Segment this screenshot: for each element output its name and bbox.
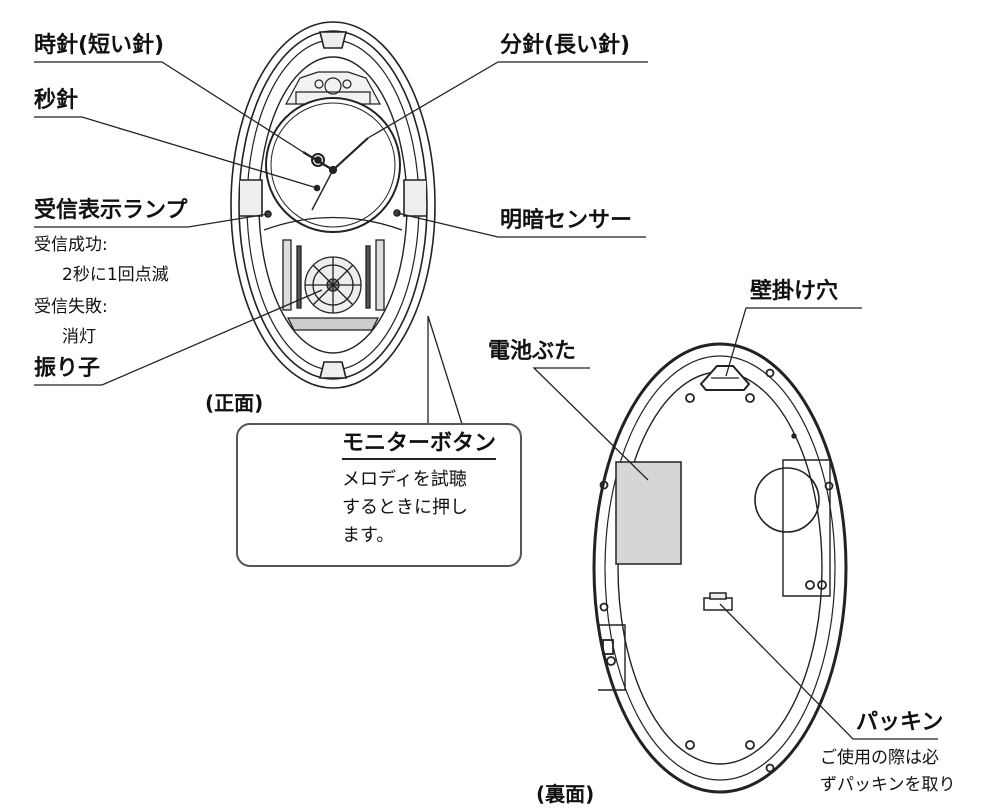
front-case-outer bbox=[230, 21, 436, 389]
front-dial bbox=[265, 97, 401, 233]
signal-success-value: 2秒に1回点滅 bbox=[62, 265, 169, 285]
back-clock bbox=[592, 342, 848, 794]
signal-fail-label: 受信失敗: bbox=[34, 297, 108, 317]
back-caption: (裏面) bbox=[536, 782, 595, 806]
monitor-desc-line3: ます。 bbox=[342, 525, 395, 546]
back-case-outer bbox=[592, 342, 848, 794]
packing-label: パッキン bbox=[856, 710, 944, 735]
front-caption: (正面) bbox=[205, 391, 264, 415]
back-case-ring bbox=[604, 355, 836, 781]
signal-fail-value: 消灯 bbox=[62, 327, 96, 347]
wall-hole-label: 壁掛け穴 bbox=[750, 279, 839, 304]
battery-cover-label: 電池ぶた bbox=[488, 339, 577, 364]
battery-cover-shape bbox=[615, 461, 682, 565]
packing-shape bbox=[703, 592, 733, 611]
signal-lamp-label: 受信表示ランプ bbox=[34, 198, 188, 223]
packing-note-line1: ご使用の際は必 bbox=[820, 748, 939, 768]
hour-hand-label: 時針(短い針) bbox=[34, 33, 165, 58]
front-clock bbox=[230, 21, 436, 389]
monitor-desc-line1: メロディを試聴 bbox=[342, 469, 467, 490]
signal-success-label: 受信成功: bbox=[34, 235, 108, 255]
monitor-desc-line2: するときに押し bbox=[342, 497, 468, 518]
packing-note-line2: ずパッキンを取り bbox=[820, 775, 956, 795]
leader-lines bbox=[34, 61, 938, 740]
monitor-callout-box bbox=[236, 423, 522, 567]
second-hand-label: 秒針 bbox=[34, 88, 79, 113]
pendulum-label: 振り子 bbox=[34, 356, 101, 381]
front-case-ring bbox=[238, 30, 428, 380]
minute-hand-label: 分針(長い針) bbox=[500, 33, 631, 58]
pendulum-chamber bbox=[263, 216, 403, 331]
light-sensor-label: 明暗センサー bbox=[500, 208, 633, 233]
top-ornament bbox=[284, 71, 382, 105]
monitor-button-label: モニターボタン bbox=[342, 431, 497, 461]
